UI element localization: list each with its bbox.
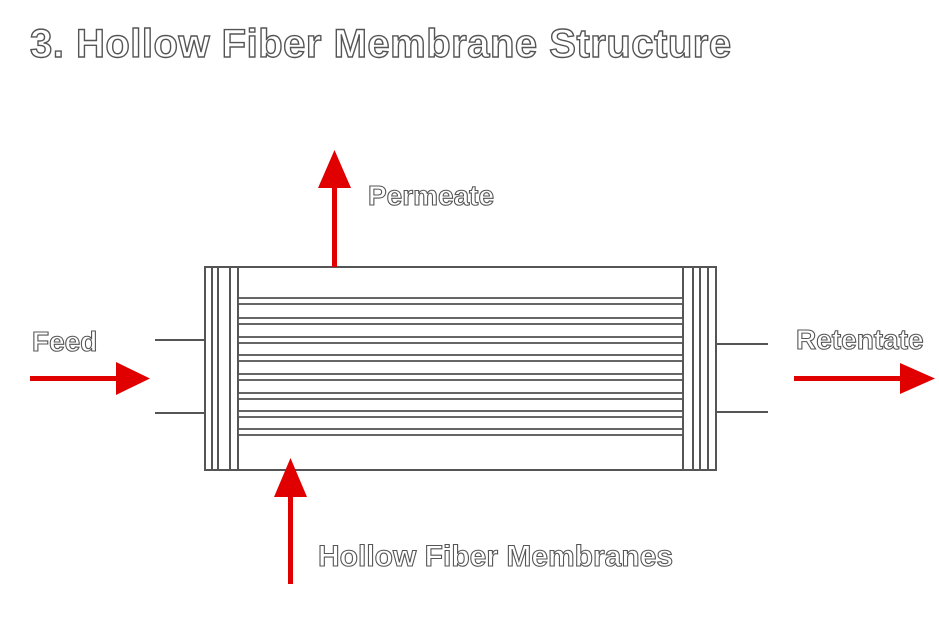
hollow-fiber-bundle <box>237 297 684 436</box>
hollow-fiber <box>237 428 684 436</box>
feed-label: Feed <box>31 325 98 357</box>
retentate-arrow <box>794 363 935 394</box>
hollow-fiber-pointer-arrow <box>274 458 307 584</box>
hollow-fiber <box>237 392 684 400</box>
left-end-cap <box>211 267 239 470</box>
feed-inlet-pipe <box>155 339 205 414</box>
hollow-fiber <box>237 297 684 305</box>
diagram-title: 3. Hollow Fiber Membrane Structure <box>29 21 732 66</box>
permeate-label: Permeate <box>367 179 495 211</box>
hollow-fiber <box>237 336 684 344</box>
hollow-fiber <box>237 410 684 418</box>
hollow-fiber-membranes-label: Hollow Fiber Membranes <box>317 539 674 573</box>
retentate-label: Retentate <box>795 323 924 355</box>
permeate-arrow <box>318 150 351 267</box>
hollow-fiber <box>237 317 684 325</box>
hollow-fiber <box>237 354 684 362</box>
hollow-fiber <box>237 373 684 381</box>
retentate-outlet-pipe <box>716 343 768 413</box>
feed-arrow <box>30 362 150 395</box>
